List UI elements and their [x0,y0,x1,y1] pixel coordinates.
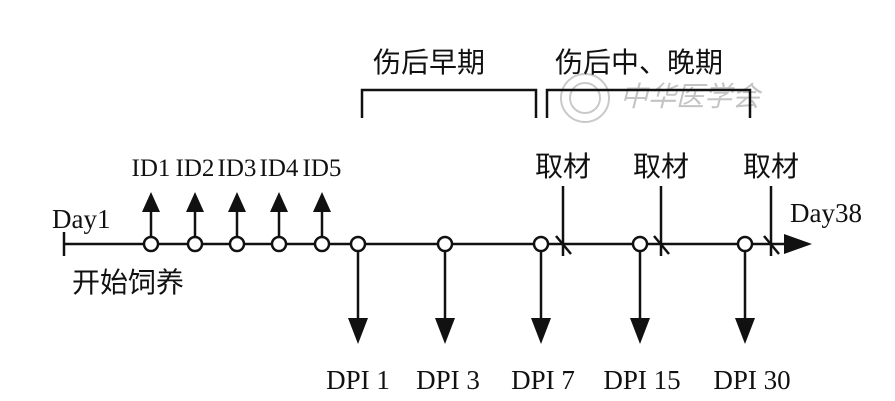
timeline-end-label: Day38 [790,198,862,228]
id-marker: ID5 [303,155,342,253]
up-arrow-icon [186,192,204,212]
dpi-marker: DPI 3 [416,235,480,395]
dpi-marker-node [532,235,550,253]
dpi-marker-label: DPI 30 [713,365,790,395]
sampling-cut-icon [763,235,780,255]
sampling-markers: 取材 取材 取材 [535,150,799,256]
watermark-seal-inner [569,82,601,114]
dpi-markers: DPI 1 DPI 3 DPI 7 DPI 15 DPI 30 [326,235,791,395]
late-phase-label: 伤后中、晚期 [555,46,723,79]
down-arrow-icon [348,318,368,344]
timeline-start-caption: 开始饲养 [72,266,184,299]
sampling-cut-icon [555,235,572,255]
watermark: 中华医学会 [560,73,763,123]
id-marker: ID1 [132,155,171,253]
up-arrow-icon [270,192,288,212]
dpi-marker-node [436,235,454,253]
id-marker-node [313,235,331,253]
phase-brackets: 伤后早期 伤后中、晚期 [360,46,752,118]
id-marker-node [228,235,246,253]
up-arrow-icon [228,192,246,212]
watermark-seal-icon [560,73,610,123]
id-marker: ID2 [176,155,215,253]
id-marker: ID3 [218,155,257,253]
id-marker-label: ID3 [218,155,257,182]
up-arrow-icon [313,192,331,212]
dpi-marker: DPI 1 [326,235,390,395]
up-arrow-icon [142,192,160,212]
late-phase-bracket [545,88,752,118]
early-phase-label: 伤后早期 [373,46,485,79]
dpi-marker: DPI 7 [511,235,575,395]
id-marker-node [186,235,204,253]
watermark-text: 中华医学会 [620,80,763,113]
id-marker-label: ID5 [303,155,342,182]
id-marker-label: ID1 [132,155,171,182]
sampling-cut-icon [653,235,670,255]
id-marker-label: ID4 [260,155,299,182]
dpi-marker-node [349,235,367,253]
dpi-marker: DPI 30 [713,235,791,395]
timeline-axis: Day1 Day38 开始饲养 [52,198,862,299]
id-marker-node [270,235,288,253]
id-markers: ID1 ID2 ID3 ID4 ID5 [132,155,342,253]
down-arrow-icon [435,318,455,344]
dpi-marker: DPI 15 [603,235,681,395]
early-phase-bracket [360,88,538,118]
down-arrow-icon [630,318,650,344]
sampling-marker: 取材 [743,150,799,256]
sampling-label: 取材 [535,150,591,183]
down-arrow-icon [735,318,755,344]
id-marker: ID4 [260,155,299,253]
sampling-label: 取材 [633,150,689,183]
dpi-marker-node [631,235,649,253]
sampling-label: 取材 [743,150,799,183]
dpi-marker-label: DPI 7 [511,365,575,395]
id-marker-node [142,235,160,253]
down-arrow-icon [531,318,551,344]
dpi-marker-label: DPI 1 [326,365,390,395]
sampling-marker: 取材 [535,150,591,256]
timeline-start-label: Day1 [52,204,110,234]
sampling-marker: 取材 [633,150,689,256]
dpi-marker-node [736,235,754,253]
dpi-marker-label: DPI 15 [603,365,680,395]
dpi-marker-label: DPI 3 [416,365,480,395]
id-marker-label: ID2 [176,155,215,182]
timeline-arrow-icon [784,234,812,254]
